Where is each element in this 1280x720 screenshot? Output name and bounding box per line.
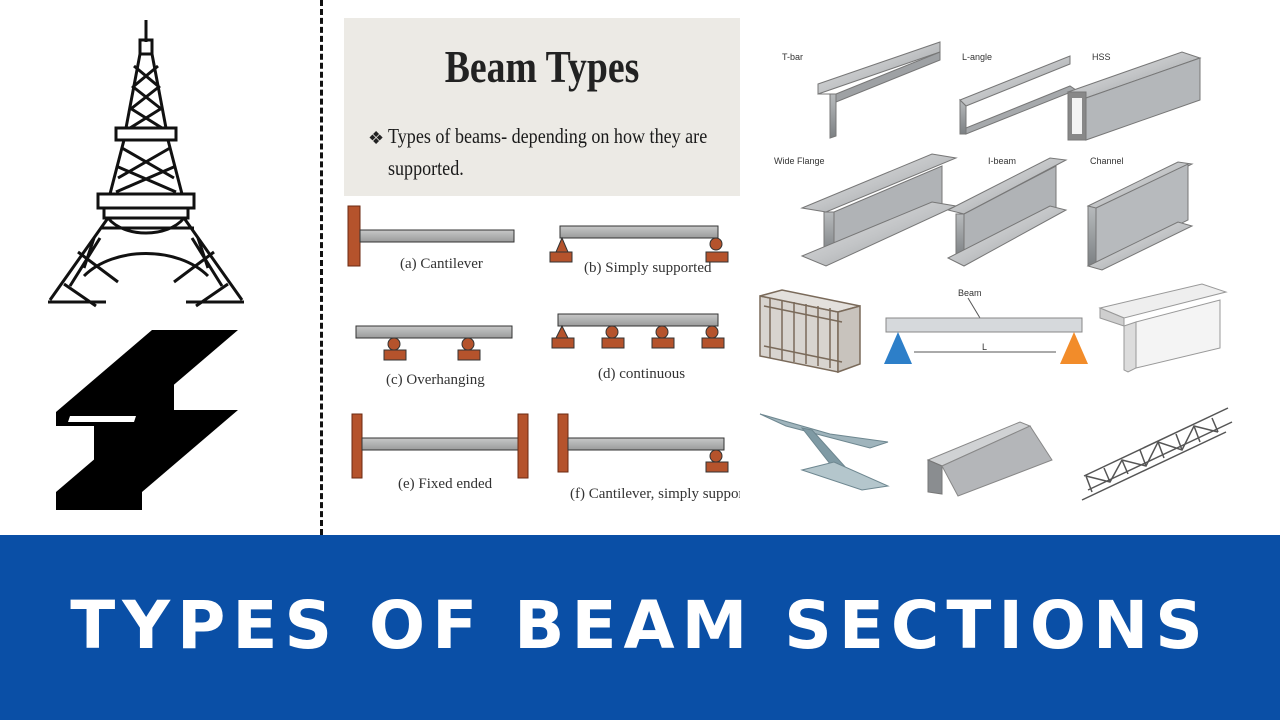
steel-i-beam-photo: [759, 413, 890, 491]
label-wide-flange: Wide Flange: [774, 156, 825, 166]
section-channel: Channel: [1086, 156, 1194, 271]
beam-diagram-propped-cantilever: (f) Cantilever, simply supported: [557, 413, 740, 502]
label-continuous: (d) continuous: [598, 366, 685, 382]
beam-diagram-cantilever: (a) Cantilever: [347, 205, 515, 272]
slide-header: Beam Types ❖ Types of beams- depending o…: [344, 18, 740, 196]
label-propped-cantilever: (f) Cantilever, simply supported: [570, 486, 740, 502]
i-beam-icon: [56, 330, 238, 510]
label-length: L: [982, 342, 987, 352]
beam-diagram-overhanging: (c) Overhanging: [355, 325, 513, 388]
beam-sections-panel: T-bar L-angle HSS Wide Flange I-beam Cha…: [759, 41, 1233, 501]
label-overhanging: (c) Overhanging: [386, 372, 485, 388]
solid-t-section: [1098, 283, 1228, 373]
section-t-bar: T-bar: [782, 41, 941, 139]
simple-beam-diagram: Beam L: [884, 288, 1088, 364]
beam-diagram-fixed-ended: (e) Fixed ended: [351, 413, 529, 492]
steel-truss-photo: [1081, 407, 1233, 501]
slide-title: Beam Types: [444, 41, 640, 92]
section-i-beam: I-beam: [946, 156, 1068, 267]
label-simply-supported: (b) Simply supported: [584, 260, 712, 276]
section-hss: HSS: [1066, 51, 1202, 141]
label-hss: HSS: [1092, 52, 1111, 62]
slide-subtitle-line2: supported.: [388, 156, 464, 180]
section-l-angle: L-angle: [959, 52, 1078, 135]
label-l-angle: L-angle: [962, 52, 992, 62]
beam-support-diagrams: (a) Cantilever (b) Simply supported (c) …: [347, 205, 740, 502]
label-cantilever: (a) Cantilever: [400, 256, 483, 272]
beam-diagram-continuous: (d) continuous: [551, 313, 725, 382]
label-t-bar: T-bar: [782, 52, 803, 62]
beam-diagram-simply-supported: (b) Simply supported: [549, 225, 729, 276]
slide-subtitle-line1: Types of beams- depending on how they ar…: [388, 124, 708, 148]
section-wide-flange: Wide Flange: [774, 153, 958, 267]
bullet-icon: ❖: [368, 128, 385, 148]
title-banner: TYPES OF BEAM SECTIONS: [0, 535, 1280, 720]
label-fixed-ended: (e) Fixed ended: [398, 476, 493, 492]
label-channel: Channel: [1090, 156, 1124, 166]
eiffel-tower-icon: [48, 20, 244, 308]
label-beam: Beam: [958, 288, 982, 298]
label-i-beam: I-beam: [988, 156, 1016, 166]
banner-title: TYPES OF BEAM SECTIONS: [70, 587, 1210, 664]
dashed-divider: [320, 0, 323, 535]
steel-angle-photo: [926, 421, 1053, 497]
rebar-cage: [759, 289, 861, 374]
